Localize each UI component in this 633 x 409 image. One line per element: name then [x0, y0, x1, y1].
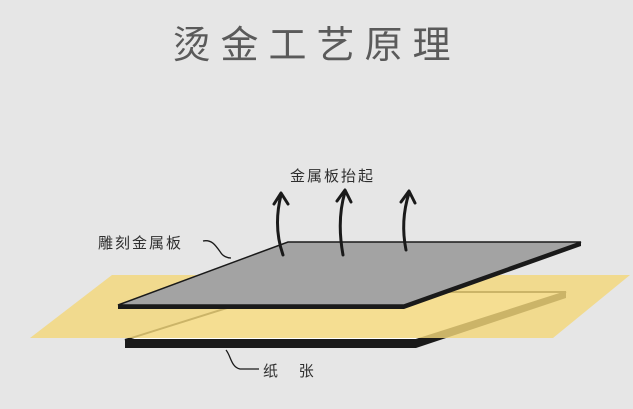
paper-leader-line [225, 349, 259, 370]
plate-lift-label: 金属板抬起 [290, 167, 376, 185]
lift-arrows [272, 188, 417, 257]
paper-thickness [125, 340, 416, 348]
arrow-up-icon [335, 188, 353, 257]
arrow-up-icon [399, 189, 417, 252]
metal-plate-thickness [118, 305, 404, 309]
paper-label: 纸 张 [263, 362, 322, 380]
metal-plate-side [404, 242, 581, 309]
engraved-plate-label: 雕刻金属板 [98, 234, 184, 252]
arrow-up-icon [272, 191, 290, 257]
diagram-title: 烫金工艺原理 [172, 23, 461, 67]
plate-leader-line [202, 240, 232, 259]
